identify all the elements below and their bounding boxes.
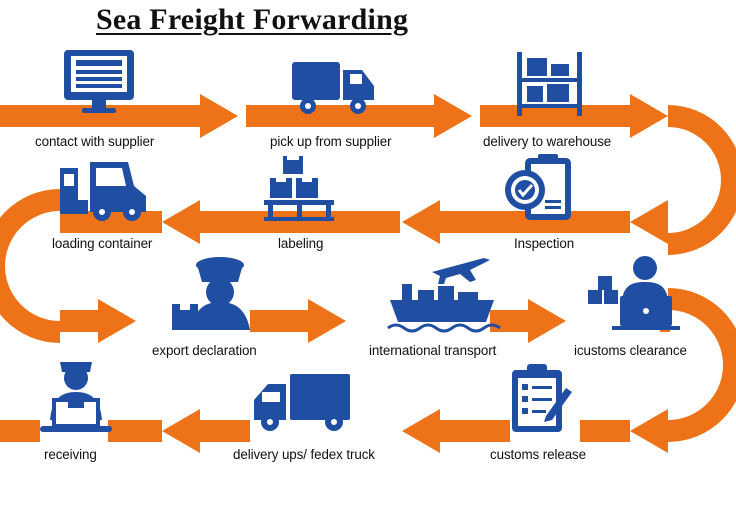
arrow-row1-seg3 [480,105,630,127]
arrow-row4-seg5 [108,420,162,442]
arrow-row3-head3 [528,299,566,343]
arrow-row4-seg1 [580,420,630,442]
arrow-row3-head1 [98,299,136,343]
pallet-boxes-icon [264,156,334,221]
arrow-row1-head2 [434,94,472,138]
delivery-truck-icon [254,374,350,431]
forklift-icon [60,162,146,221]
step-label-delivery-truck: delivery ups/ fedex truck [233,447,375,462]
step-label-export-declaration: export declaration [152,343,257,358]
ship-plane-icon [387,258,501,333]
flow-arrows [0,94,736,453]
checklist-icon [512,364,572,432]
step-label-loading-container: loading container [52,236,153,251]
arrow-uturn-left [0,189,60,343]
inspection-clipboard-icon [505,154,571,220]
page-title: Sea Freight Forwarding [96,3,409,36]
arrow-row4-seg2 [440,420,510,442]
arrow-row1-seg1 [0,105,200,127]
laptop-worker-icon [588,256,680,330]
arrow-uturn-right-1 [668,105,736,255]
arrow-row3-seg2 [250,310,310,332]
arrow-row2-head3 [162,200,200,244]
step-label-customs-clearance: icustoms clearance [574,343,687,358]
computer-monitor-icon [64,50,134,113]
arrow-row4-head2 [402,409,440,453]
arrow-row3-seg3 [490,310,530,332]
arrow-row2-seg3 [60,211,162,233]
arrow-row1-seg2 [246,105,434,127]
step-label-labeling: labeling [278,236,324,251]
arrow-row4-head1 [630,409,668,453]
arrow-row3-seg1 [60,310,100,332]
arrow-row1-head1 [200,94,238,138]
arrow-row4-seg3 [200,420,250,442]
arrow-row3-head2 [308,299,346,343]
arrow-row1-head3 [630,94,668,138]
customs-officer-icon [172,257,250,330]
step-label-pick-up-from-supplier: pick up from supplier [270,134,392,149]
step-label-inspection: Inspection [514,236,575,251]
arrow-row2-head2 [402,200,440,244]
arrow-uturn-right-2 [668,288,736,442]
courier-receiving-icon [40,362,112,432]
step-label-contact-with-supplier: contact with supplier [35,134,155,149]
step-label-receiving: receiving [44,447,97,462]
arrow-row2-seg2 [200,211,400,233]
arrow-row2-seg1 [440,211,630,233]
arrow-row2-head1 [630,200,668,244]
step-label-customs-release: customs release [490,447,586,462]
arrow-row4-head3 [162,409,200,453]
arrow-row4-seg4 [0,420,40,442]
truck-icon [292,62,374,114]
step-label-international-transport: international transport [369,343,497,358]
warehouse-shelf-icon [517,52,582,116]
step-label-delivery-to-warehouse: delivery to warehouse [483,134,612,149]
